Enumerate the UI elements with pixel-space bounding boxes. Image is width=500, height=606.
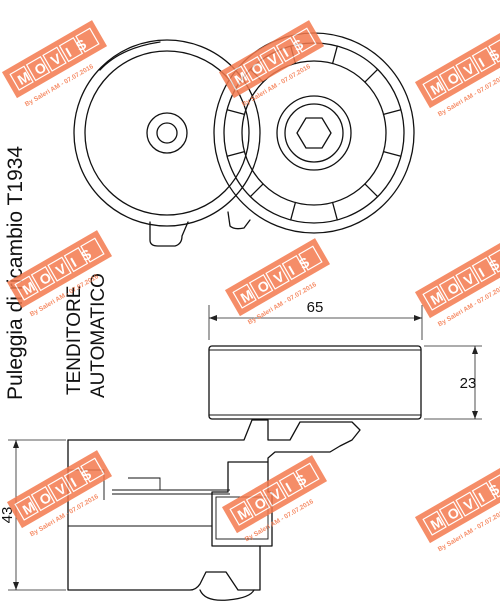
watermark-box	[414, 30, 500, 109]
dimension-pulley-height-value: 23	[460, 375, 477, 392]
watermark-stamp: M O V I SBy Saleri AM - 07.07.2016	[414, 240, 500, 328]
subtitle-line1: TENDITORE	[64, 286, 85, 395]
pulley-spoke	[364, 68, 379, 83]
tensioner-side-view	[67, 419, 361, 601]
watermark-box	[414, 465, 500, 544]
watermark-stamp: M O V I SBy Saleri AM - 07.07.2016	[414, 30, 500, 118]
pulley-spoke	[226, 109, 246, 116]
watermark-box	[221, 455, 328, 534]
pulley-spoke	[382, 150, 402, 157]
pivot-bolt	[146, 112, 188, 154]
pulley-spoke	[331, 45, 338, 65]
pulley-spoke	[249, 183, 264, 198]
pulley-spokes	[226, 45, 402, 221]
watermark-box	[224, 238, 331, 317]
pulley-spoke	[226, 150, 246, 157]
pulley-spoke	[331, 201, 338, 221]
watermark-stamp: M O V I SBy Saleri AM - 07.07.2016	[218, 20, 325, 108]
tensioner-arm-outline	[73, 39, 261, 247]
dimension-pulley-height: 23	[424, 345, 482, 420]
pulley-hub	[276, 95, 352, 171]
dimension-width: 65	[208, 299, 423, 340]
watermark-stamp: M O V I SBy Saleri AM - 07.07.2016	[221, 455, 328, 543]
watermark-box	[218, 20, 325, 99]
pulley-spoke	[364, 183, 379, 198]
watermark-box	[414, 240, 500, 319]
watermark-box	[1, 20, 108, 99]
watermark-stamp: M O V I SBy Saleri AM - 07.07.2016	[1, 20, 108, 108]
pulley-side-view	[208, 345, 422, 420]
pulley-spoke	[290, 201, 297, 221]
watermark-box	[6, 450, 113, 529]
dimension-width-value: 65	[307, 299, 324, 316]
watermark-layer: M O V I SBy Saleri AM - 07.07.2016 M O V …	[1, 20, 500, 553]
drawing-title: Puleggia di ricambio T1934	[4, 146, 27, 400]
watermark-box	[6, 230, 113, 309]
subtitle-line2: AUTOMATICO	[88, 273, 109, 398]
watermark-stamp: M O V I SBy Saleri AM - 07.07.2016	[414, 465, 500, 553]
pulley-spoke	[382, 109, 402, 116]
tensioner-top-view	[73, 32, 415, 247]
watermark-stamp: M O V I SBy Saleri AM - 07.07.2016	[6, 450, 113, 538]
